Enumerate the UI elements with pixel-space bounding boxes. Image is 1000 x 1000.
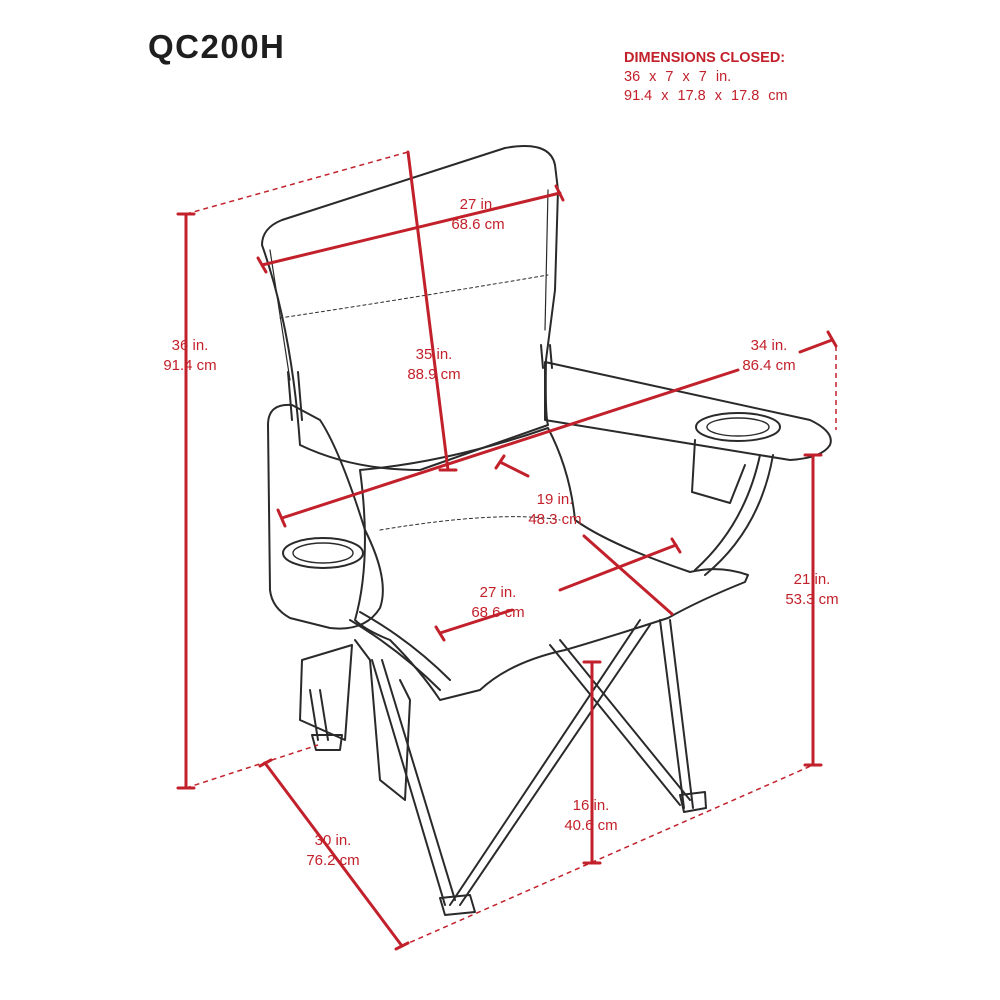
dim-total-width-cm: 86.4 cm bbox=[742, 357, 796, 374]
dim-depth-cm: 76.2 cm bbox=[306, 852, 360, 869]
foot-back-left bbox=[311, 734, 343, 751]
front-pocket bbox=[354, 639, 411, 801]
model-title: QC200H bbox=[148, 28, 286, 65]
right-pocket bbox=[691, 439, 746, 504]
dim-total-width: 34 in. 86.4 cm bbox=[742, 336, 795, 376]
dim-seat-depth-in: 19 in. bbox=[536, 491, 574, 508]
leg-cross bbox=[549, 639, 691, 806]
extension-lines bbox=[185, 151, 837, 947]
left-cup-holder bbox=[282, 537, 364, 569]
dim-arm-height: 21 in. 53.3 cm bbox=[785, 570, 838, 610]
leg-back-left bbox=[309, 689, 329, 741]
dim-arm-height-in: 21 in. bbox=[793, 571, 831, 588]
closed-metric: 91.4 x 17.8 x 17.8 cm bbox=[624, 88, 788, 104]
dim-back-width-cm: 68.6 cm bbox=[451, 216, 505, 233]
dim-total-height: 36 in. 91.4 cm bbox=[163, 336, 216, 376]
depth-line bbox=[263, 761, 404, 948]
dim-back-width-in: 27 in. bbox=[459, 196, 497, 213]
right-cup-holder-inner bbox=[706, 417, 770, 437]
left-armrest bbox=[267, 403, 384, 630]
dimension-lines bbox=[176, 150, 838, 951]
foot-front-left bbox=[439, 894, 476, 916]
foot-right bbox=[679, 791, 707, 813]
chair-back bbox=[261, 145, 559, 471]
dimensions-closed: DIMENSIONS CLOSED: 36 x 7 x 7 in. 91.4 x… bbox=[624, 49, 788, 106]
dim-seat-height: 16 in. 40.6 cm bbox=[564, 796, 617, 836]
dim-arm-height-cm: 53.3 cm bbox=[785, 591, 839, 608]
leg-right-front bbox=[659, 619, 694, 809]
chair-seat bbox=[354, 427, 749, 701]
left-pocket bbox=[299, 644, 353, 741]
seat-depth-line-b bbox=[582, 534, 674, 616]
dim-total-height-in: 36 in. bbox=[171, 337, 209, 354]
right-cup-holder bbox=[695, 412, 781, 442]
seat-width-line-b bbox=[558, 543, 678, 592]
left-arm-support bbox=[349, 611, 451, 691]
right-armrest bbox=[544, 361, 832, 461]
dim-back-width: 27 in. 68.6 cm bbox=[451, 195, 504, 235]
dim-seat-width-cm: 68.6 cm bbox=[471, 604, 525, 621]
dim-depth: 30 in. 76.2 cm bbox=[306, 831, 359, 871]
dim-back-height-cm: 88.9 cm bbox=[407, 366, 461, 383]
closed-heading: DIMENSIONS CLOSED: bbox=[624, 50, 786, 66]
dim-seat-depth: 19 in. 48.3 cm bbox=[528, 490, 581, 530]
total-width-line bbox=[280, 368, 740, 520]
left-cup-holder-inner bbox=[292, 542, 354, 564]
back-height-line bbox=[406, 150, 450, 472]
closed-imperial: 36 x 7 x 7 in. bbox=[624, 69, 732, 85]
seat-depth-line-a bbox=[498, 460, 530, 478]
dim-seat-width: 27 in. 68.6 cm bbox=[471, 583, 524, 623]
dim-seat-depth-cm: 48.3 cm bbox=[528, 511, 582, 528]
dim-back-height-in: 35 in. bbox=[415, 346, 453, 363]
leg-front-left bbox=[371, 659, 456, 906]
right-arm-support bbox=[694, 454, 774, 576]
dim-back-height: 35 in. 88.9 cm bbox=[407, 345, 460, 385]
back-post-left bbox=[287, 371, 303, 421]
seat-width-line-a bbox=[438, 608, 514, 635]
back-seam bbox=[279, 274, 549, 319]
dim-total-width-in: 34 in. bbox=[750, 337, 788, 354]
dim-depth-in: 30 in. bbox=[314, 832, 352, 849]
dim-total-height-cm: 91.4 cm bbox=[163, 357, 217, 374]
dim-seat-width-in: 27 in. bbox=[479, 584, 517, 601]
leg-front-right bbox=[449, 619, 651, 906]
dim-seat-height-cm: 40.6 cm bbox=[564, 817, 618, 834]
chair-back-inner bbox=[269, 189, 549, 381]
back-width-line bbox=[260, 191, 562, 267]
dim-seat-height-in: 16 in. bbox=[572, 797, 610, 814]
